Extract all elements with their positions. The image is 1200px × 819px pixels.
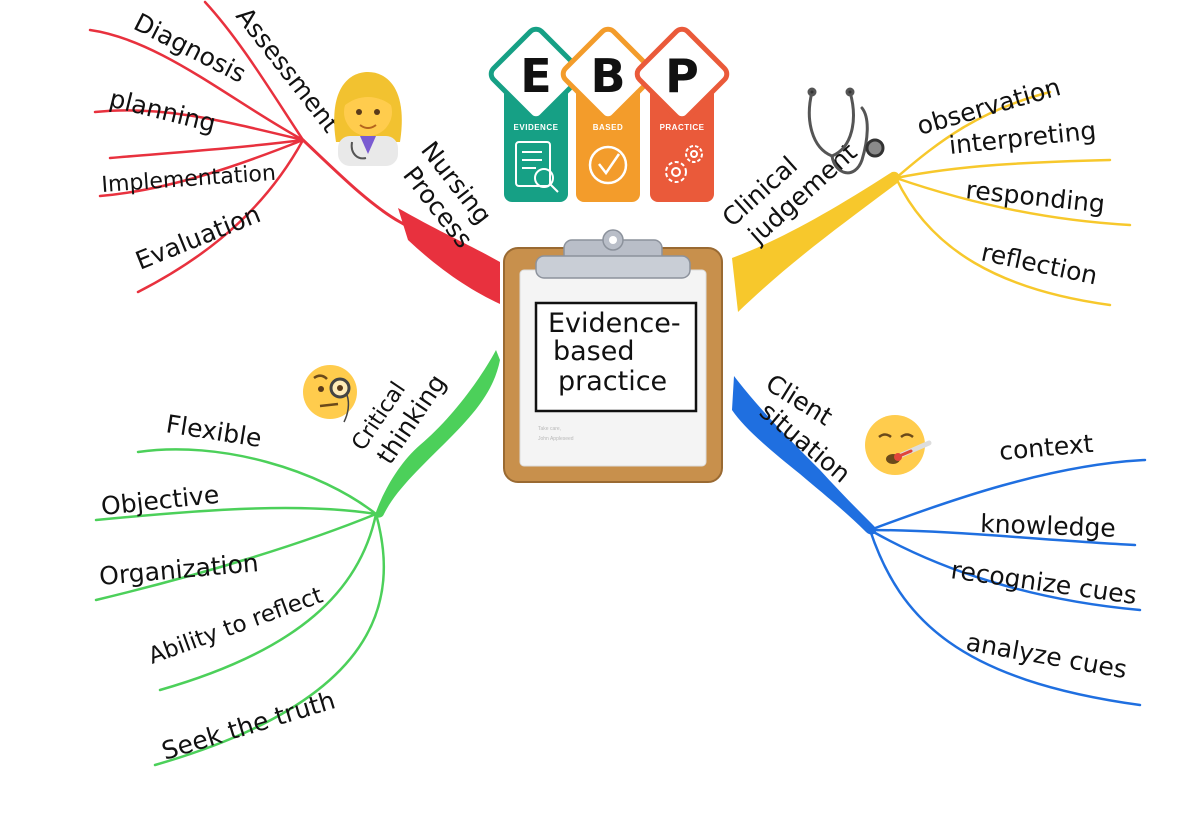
ebp-logo: E EVIDENCE B BASED	[488, 26, 730, 202]
critical-branch-line-organization	[94, 512, 378, 602]
client-branch-line-recognize	[868, 528, 1142, 612]
nursing-process-trunk-thick	[398, 208, 500, 304]
ebp-word-evidence: EVIDENCE	[514, 123, 559, 132]
clinical-item-3: reflection	[979, 238, 1100, 291]
client-branch-line-analyze	[868, 528, 1142, 707]
nursing-item-4: Evaluation	[131, 199, 264, 275]
center-clipboard: Evidence- based practice Take care, John…	[503, 229, 723, 483]
center-line-3: practice	[558, 366, 667, 397]
ebp-word-practice: PRACTICE	[660, 123, 705, 132]
clinical-branch-line-reflection	[894, 176, 1112, 307]
clinical-item-2: responding	[964, 175, 1106, 218]
gears-icon	[665, 145, 703, 183]
client-item-0: context	[998, 429, 1095, 466]
critical-item-4: Seek the truth	[158, 685, 338, 765]
critical-thinking-labels: Flexible Objective Organization Ability …	[98, 369, 452, 766]
ebp-tile-practice: P PRACTICE	[634, 26, 730, 202]
clinical-branch-line-interpreting	[894, 158, 1112, 180]
thermometer-face-emoji-icon	[865, 415, 932, 475]
client-branch-line-knowledge	[868, 528, 1137, 547]
branch-clinical-judgement	[732, 90, 1132, 312]
nursing-item-2: planning	[107, 84, 219, 138]
nursing-branch-line-assessment	[203, 0, 305, 142]
ebp-letter-e: E	[520, 49, 551, 103]
checklist-magnifier-icon	[515, 141, 559, 193]
monocle-face-emoji-icon	[303, 365, 357, 423]
nursing-branch-line-diagnosis-2	[93, 109, 305, 142]
center-line-2: based	[553, 336, 635, 367]
branch-nursing-process	[88, 0, 500, 304]
ebp-tile-based: B BASED	[560, 26, 656, 202]
nursing-branch-line-implementation	[98, 138, 305, 198]
nursing-branch-line-diagnosis	[88, 28, 305, 142]
critical-thinking-trunk-thick	[375, 350, 500, 518]
critical-branch-line-seek	[153, 512, 386, 767]
branch-client-situation	[732, 376, 1147, 707]
critical-item-1: Objective	[100, 480, 221, 521]
nurse-emoji-icon	[334, 72, 402, 166]
nursing-item-3: Implementation	[101, 161, 277, 198]
client-situation-trunk-thick	[732, 376, 877, 535]
ebp-word-based: BASED	[593, 123, 624, 132]
checkmark-circle-icon	[588, 145, 628, 185]
critical-branch-line-ability	[158, 512, 378, 692]
center-title-box	[534, 301, 698, 413]
clinical-judgement-trunk-thick	[732, 171, 900, 312]
critical-item-0: Flexible	[164, 409, 264, 453]
stethoscope-icon	[807, 87, 885, 175]
critical-item-2: Organization	[98, 548, 260, 591]
client-item-2: recognize cues	[949, 555, 1138, 610]
client-branch-line-context	[868, 458, 1147, 532]
client-item-3: analyze cues	[964, 627, 1129, 684]
ebp-letter-p: P	[665, 49, 699, 103]
nursing-branch-line-evaluation	[136, 138, 305, 294]
client-situation-labels: context knowledge recognize cues analyze…	[754, 368, 1139, 684]
clipboard-sheet-line-1: Take care,	[538, 426, 561, 432]
nursing-branch-line-planning	[108, 138, 305, 160]
clipboard-sheet-line-2: John Appleseed	[538, 436, 574, 442]
clinical-branch-line-responding	[894, 176, 1132, 227]
ebp-tile-evidence: E EVIDENCE	[488, 26, 584, 202]
center-line-1: Evidence-	[548, 308, 681, 339]
ebp-letter-b: B	[590, 49, 625, 103]
clinical-branch-line-observation	[894, 90, 1052, 180]
client-item-1: knowledge	[980, 509, 1116, 543]
clipboard-clip-icon	[535, 229, 691, 279]
branch-critical-thinking	[94, 350, 500, 767]
critical-branch-line-flexible	[136, 448, 378, 516]
critical-branch-line-objective	[94, 506, 378, 522]
